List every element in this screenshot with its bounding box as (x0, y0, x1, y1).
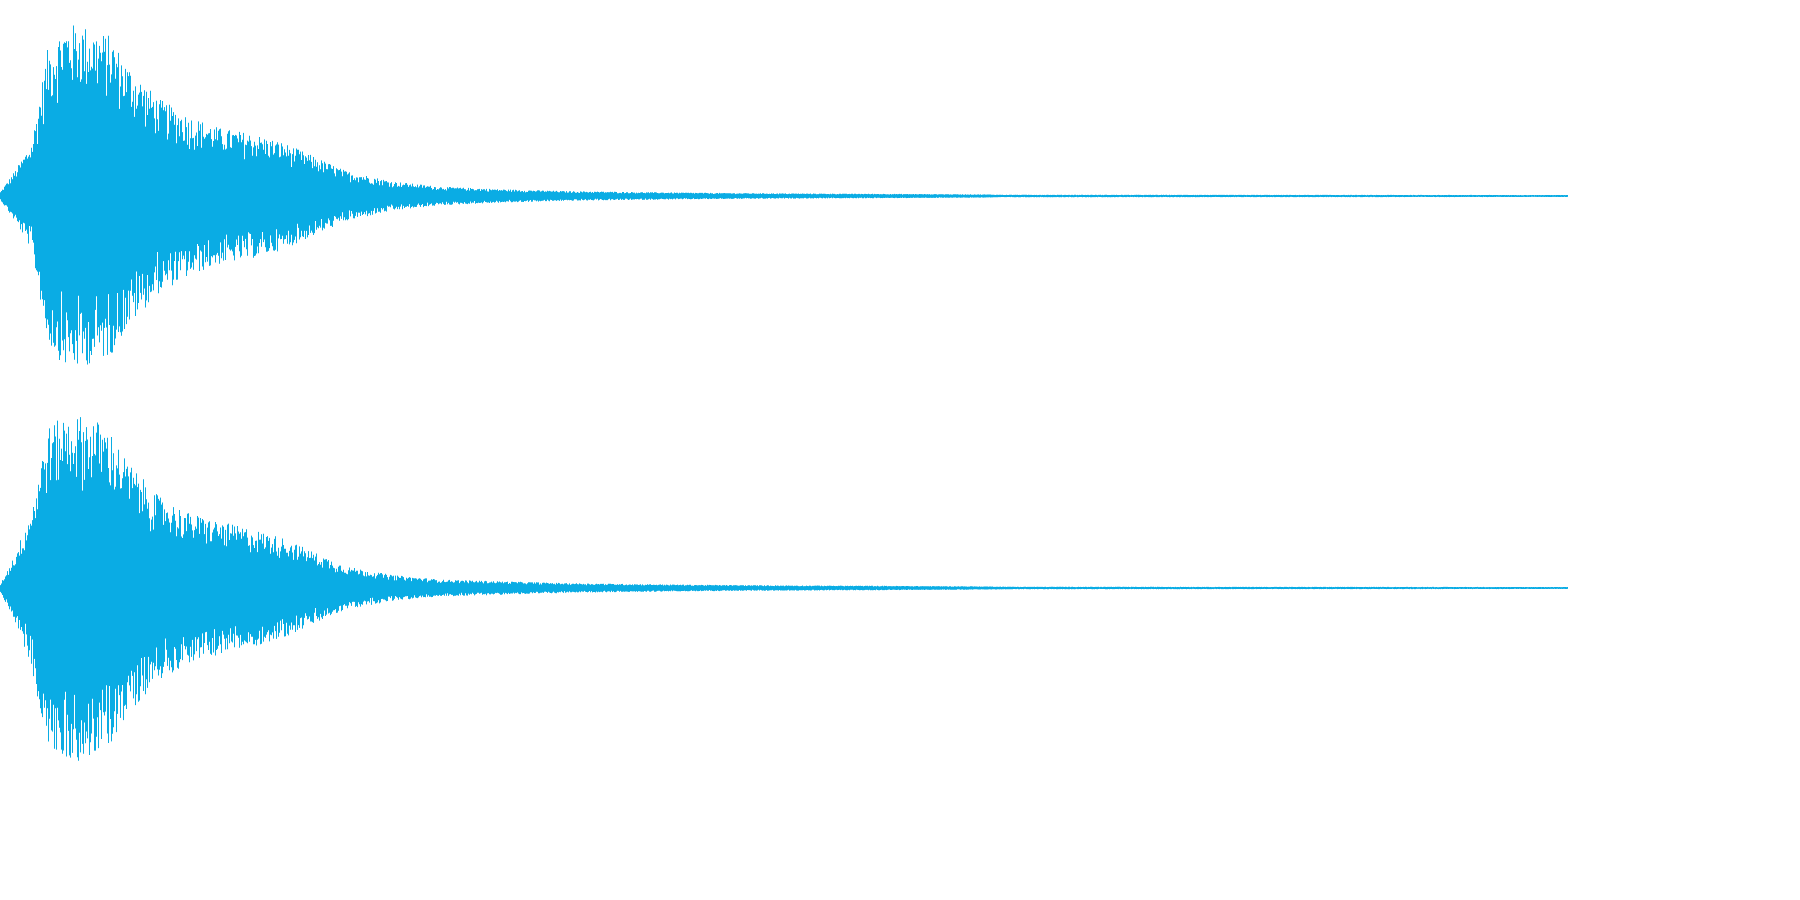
channel-2-waveform (0, 417, 1568, 761)
channel-1-waveform (0, 25, 1568, 365)
channel-2-peaks (0, 417, 1568, 761)
channel-1-peaks (0, 25, 1568, 365)
waveform-background (0, 0, 1568, 784)
waveform-view (0, 0, 1568, 784)
